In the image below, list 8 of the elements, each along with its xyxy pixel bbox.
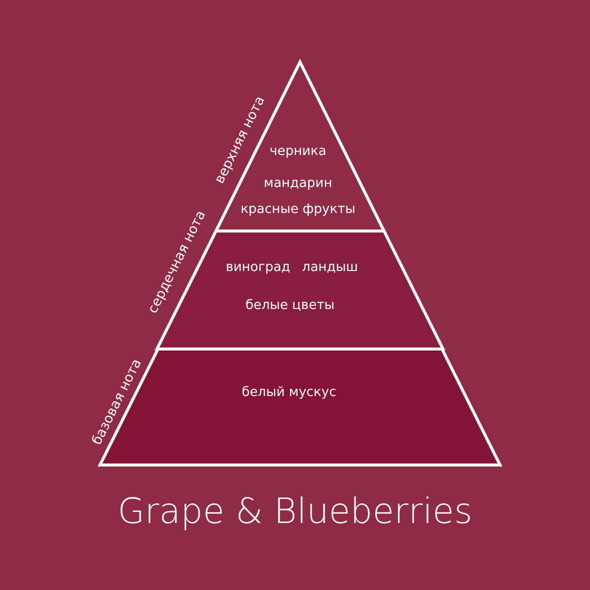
title: Grape & Blueberries: [116, 492, 474, 532]
note-ingredient: черника: [270, 144, 326, 160]
note-ingredient: красные фрукты: [240, 202, 356, 218]
note-ingredient: виноград: [226, 260, 290, 276]
note-ingredient: белые цветы: [245, 298, 335, 314]
note-ingredient: ландыш: [302, 260, 358, 276]
note-ingredient: белый мускус: [242, 385, 336, 401]
note-ingredient: мандарин: [264, 176, 332, 192]
